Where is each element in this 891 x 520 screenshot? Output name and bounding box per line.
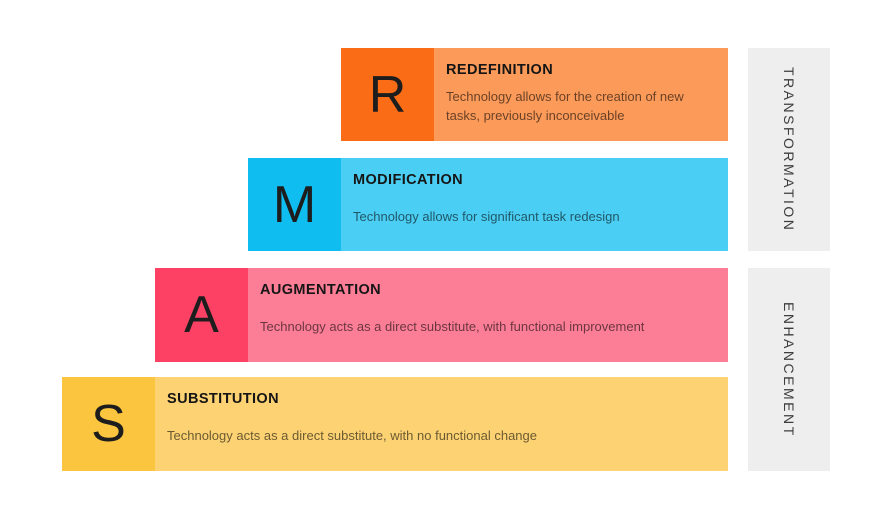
augmentation-description-wrap: Technology acts as a direct substitute, …	[260, 299, 714, 362]
letter-badge-m: M	[248, 158, 341, 251]
redefinition-title: REDEFINITION	[446, 62, 554, 78]
redefinition-description: Technology allows for the creation of ne…	[446, 89, 684, 124]
samr-row-substitution: S SUBSTITUTION Technology acts as a dire…	[62, 377, 728, 471]
letter-badge-s: S	[62, 377, 155, 471]
transformation-label: TRANSFORMATION	[781, 66, 797, 233]
samr-row-augmentation: A AUGMENTATION Technology acts as a dire…	[155, 268, 728, 362]
side-label-enhancement: ENHANCEMENT	[748, 268, 830, 471]
enhancement-label: ENHANCEMENT	[781, 301, 797, 438]
modification-description: Technology allows for significant task r…	[353, 208, 620, 224]
substitution-title: SUBSTITUTION	[167, 391, 279, 407]
side-label-transformation: TRANSFORMATION	[748, 48, 830, 251]
augmentation-description: Technology acts as a direct substitute, …	[260, 319, 645, 335]
redefinition-description-wrap: Technology allows for the creation of ne…	[446, 79, 714, 141]
modification-title: MODIFICATION	[353, 172, 464, 188]
augmentation-bar: AUGMENTATION Technology acts as a direct…	[248, 268, 728, 362]
redefinition-bar: REDEFINITION Technology allows for the c…	[434, 48, 728, 141]
substitution-description-wrap: Technology acts as a direct substitute, …	[167, 408, 714, 471]
substitution-description: Technology acts as a direct substitute, …	[167, 428, 537, 444]
substitution-bar: SUBSTITUTION Technology acts as a direct…	[155, 377, 728, 471]
modification-description-wrap: Technology allows for significant task r…	[353, 189, 714, 251]
samr-row-modification: M MODIFICATION Technology allows for sig…	[248, 158, 728, 251]
augmentation-title: AUGMENTATION	[260, 282, 382, 298]
letter-badge-r: R	[341, 48, 434, 141]
modification-bar: MODIFICATION Technology allows for signi…	[341, 158, 728, 251]
letter-badge-a: A	[155, 268, 248, 362]
samr-row-redefinition: R REDEFINITION Technology allows for the…	[341, 48, 728, 141]
